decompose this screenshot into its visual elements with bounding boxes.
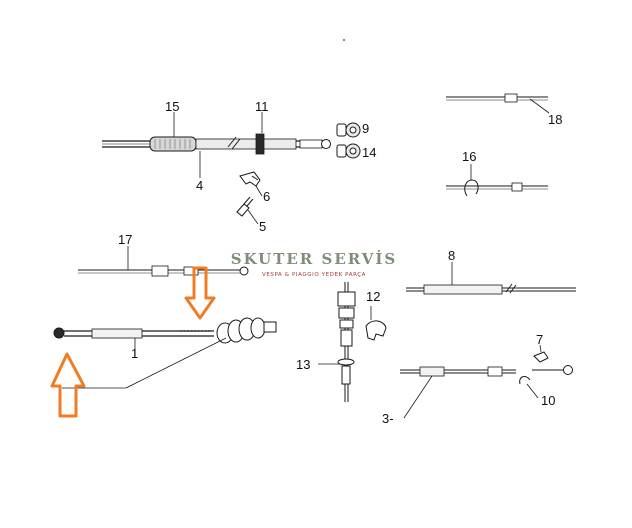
hook-part-10 [519,376,539,399]
cable-part-17 [78,246,249,277]
bushing-part-14 [336,143,361,159]
watermark-title: SKUTER SERVİS [231,249,397,268]
label-part-7: 7 [536,332,543,347]
cable-part-1 [53,327,214,358]
lever-assembly-13 [318,282,356,402]
label-part-16: 16 [462,149,476,164]
cable-part-18 [446,93,550,114]
up-arrow-highlight [50,352,86,418]
label-part-9: 9 [362,121,369,136]
watermark: SKUTER SERVİS VESPA & PIAGGIO YEDEK PARÇ… [231,249,397,278]
speck-dot [343,39,345,41]
screw-part-5 [236,196,259,225]
hook-part-12 [365,306,387,341]
label-part-17: 17 [118,232,132,247]
down-arrow-highlight [184,266,216,320]
clip-part-6 [239,171,263,197]
label-part-1: 1 [131,346,138,361]
cable-part-3 [400,365,573,419]
label-part-15: 15 [165,99,179,114]
label-part-12: 12 [366,289,380,304]
label-part-14: 14 [362,145,376,160]
label-part-3: 3- [382,411,394,426]
watermark-subtitle: VESPA & PIAGGIO YEDEK PARÇA [262,272,366,278]
label-part-11: 11 [255,99,269,114]
spiral-sleeve [216,317,277,344]
cable-part-16 [446,164,548,197]
label-part-10: 10 [541,393,555,408]
label-part-13: 13 [296,357,310,372]
label-part-8: 8 [448,248,455,263]
cable-part-8 [406,262,576,295]
leader-lines-top-left [173,112,263,178]
label-part-6: 6 [263,189,270,204]
part-number-labels: 15 11 9 14 4 6 5 18 16 17 8 12 1 13 7 10… [118,99,562,426]
label-part-18: 18 [548,112,562,127]
clip-part-7 [533,344,549,363]
label-part-5: 5 [259,219,266,234]
bushing-part-9 [336,122,361,138]
label-part-4: 4 [196,178,203,193]
leader-line-part-1 [62,337,227,389]
cable-assembly-4 [102,133,331,155]
